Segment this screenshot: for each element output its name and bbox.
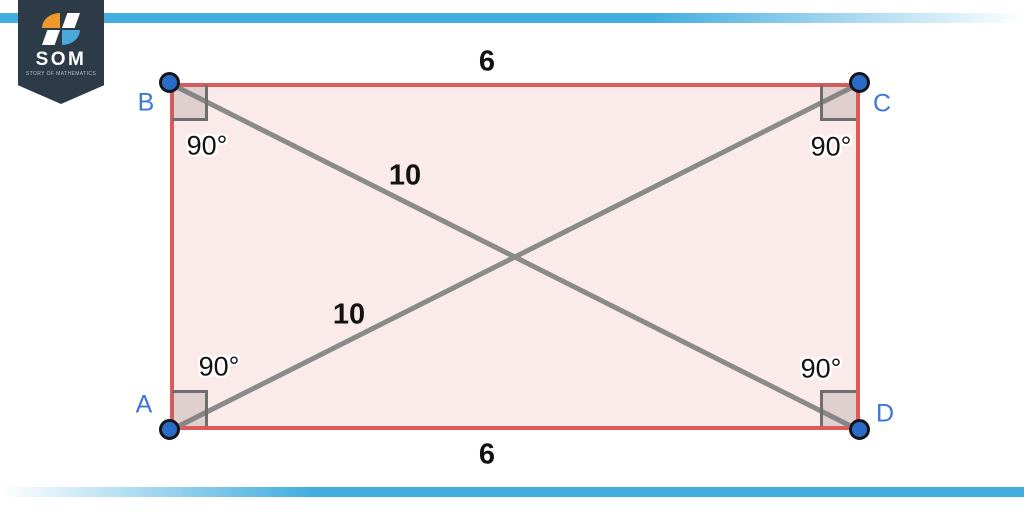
vertex-dot-a [159,419,180,440]
right-angle-marker-a [172,390,208,426]
logo-blue-fan-icon [62,30,80,45]
angle-label-b: 90° [186,130,228,161]
vertex-label-a: A [135,390,153,419]
vertex-dot-d [849,419,870,440]
right-angle-marker-b [172,85,208,121]
side-label-bottom: 6 [478,438,496,471]
vertex-label-c: C [872,89,892,118]
vertex-label-d: D [875,399,895,428]
right-angle-marker-d [820,390,856,426]
diagonal-label-ac: 10 [332,298,366,331]
vertex-label-b: B [137,88,155,117]
top-accent-bar [0,13,1024,23]
right-angle-marker-c [820,85,856,121]
logo-tagline: STORY OF MATHEMATICS [25,71,97,77]
vertex-dot-c [849,72,870,93]
logo-white-slash-icon [42,30,60,45]
logo-wordmark: SOM [35,49,87,70]
som-logo-banner: SOM STORY OF MATHEMATICS [18,0,104,104]
vertex-dot-b [159,72,180,93]
som-logo-icon [42,13,80,45]
bottom-accent-bar [0,487,1024,497]
logo-orange-fan-icon [42,13,60,28]
angle-label-c: 90° [810,131,852,162]
angle-label-d: 90° [800,353,842,384]
side-label-top: 6 [478,45,496,78]
angle-label-a: 90° [198,351,240,382]
logo-white-slash-icon [62,13,80,28]
diagonal-label-bd: 10 [388,159,422,192]
